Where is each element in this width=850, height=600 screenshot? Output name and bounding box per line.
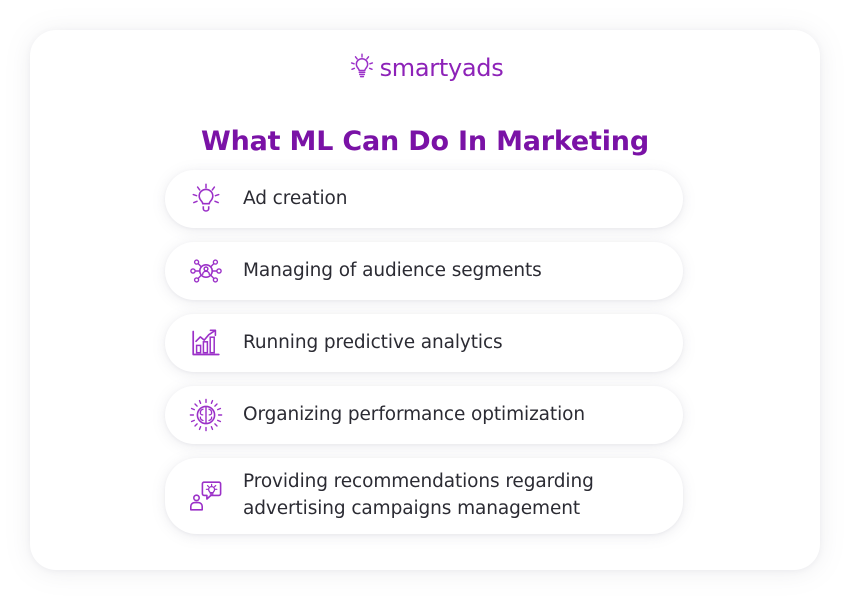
person-idea-bubble-icon <box>185 475 227 517</box>
feature-label-line: Running predictive analytics <box>243 331 503 353</box>
feature-label: Ad creation <box>243 186 347 213</box>
feature-label: Organizing performance optimization <box>243 402 585 429</box>
feature-label-line: advertising campaigns management <box>243 498 580 519</box>
feature-label-line: Organizing performance optimization <box>243 403 585 425</box>
brand-name: smartyads <box>379 54 504 82</box>
feature-row[interactable]: Managing of audience segments <box>165 242 683 300</box>
audience-network-icon <box>185 250 227 292</box>
feature-label-line: Ad creation <box>243 187 348 209</box>
feature-row[interactable]: Running predictive analytics <box>165 314 683 372</box>
feature-label: Managing of audience segments <box>243 258 542 285</box>
feature-row[interactable]: Ad creation <box>165 170 683 228</box>
page-title: What ML Can Do In Marketing <box>201 126 649 157</box>
bar-chart-growth-icon <box>185 322 227 364</box>
feature-row[interactable]: Providing recommendations regarding adve… <box>165 458 683 534</box>
infographic-card: smartyads What ML Can Do In Marketing <box>30 30 820 570</box>
feature-label: Providing recommendations regarding adve… <box>243 469 594 523</box>
brain-rays-icon <box>185 394 227 436</box>
feature-label-line: Managing of audience segments <box>243 259 542 281</box>
feature-list: Ad creation <box>165 170 685 548</box>
feature-row[interactable]: Organizing performance optimization <box>165 386 683 444</box>
lightbulb-rays-icon <box>347 52 377 82</box>
lightbulb-icon <box>185 178 227 220</box>
feature-label: Running predictive analytics <box>243 330 503 357</box>
brand-logo: smartyads <box>30 52 820 82</box>
feature-label-line: Providing recommendations regarding <box>243 471 594 493</box>
